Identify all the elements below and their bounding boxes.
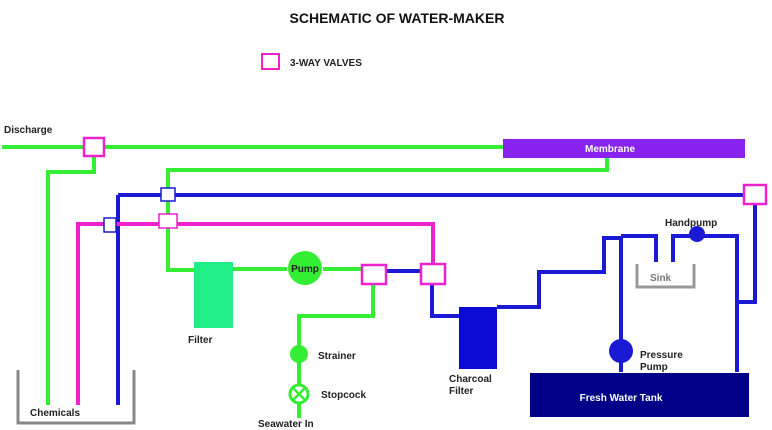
stopcock-label: Stopcock bbox=[321, 390, 366, 401]
legend-valve-swatch bbox=[261, 53, 280, 70]
stopcock-cross bbox=[292, 387, 306, 401]
filter bbox=[194, 262, 233, 328]
pressure-pump-label-line2: Pump bbox=[640, 362, 668, 373]
filter-label: Filter bbox=[188, 335, 213, 346]
strainer bbox=[290, 345, 308, 363]
fresh-water-tank-label: Fresh Water Tank bbox=[580, 393, 663, 404]
green-pipes bbox=[2, 145, 609, 418]
handpump bbox=[689, 226, 705, 242]
sink-basin bbox=[635, 264, 696, 289]
strainer-label: Strainer bbox=[318, 351, 356, 362]
seawater-in-label: Seawater In bbox=[258, 419, 314, 430]
chemicals-label: Chemicals bbox=[30, 408, 80, 419]
sink-label: Sink bbox=[650, 273, 672, 284]
junction-box bbox=[160, 187, 176, 202]
pump bbox=[288, 251, 322, 285]
diagram-title: SCHEMATIC OF WATER-MAKER bbox=[290, 10, 505, 26]
junction-box bbox=[103, 217, 117, 233]
pressure-pump-label-line1: Pressure bbox=[640, 350, 683, 361]
charcoal-filter-label-line1: Charcoal bbox=[449, 374, 492, 385]
charcoal-filter bbox=[459, 307, 497, 369]
handpump-label: Handpump bbox=[665, 218, 717, 229]
membrane-label: Membrane bbox=[585, 144, 635, 155]
three-way-valve-discharge bbox=[82, 136, 106, 158]
membrane bbox=[503, 139, 745, 158]
three-way-valve-filter bbox=[419, 262, 447, 286]
chemicals-container bbox=[16, 370, 136, 425]
three-way-valve-intake bbox=[360, 263, 388, 286]
discharge-label: Discharge bbox=[4, 125, 53, 136]
magenta-pipes bbox=[76, 222, 435, 405]
junction-box bbox=[158, 213, 178, 229]
charcoal-filter-label-line2: Filter bbox=[449, 386, 474, 397]
fresh-water-tank bbox=[530, 373, 749, 417]
legend-label: 3-WAY VALVES bbox=[290, 58, 362, 69]
pressure-pump bbox=[609, 339, 633, 363]
pump-label: Pump bbox=[291, 264, 319, 275]
three-way-valve-tank bbox=[742, 183, 768, 206]
